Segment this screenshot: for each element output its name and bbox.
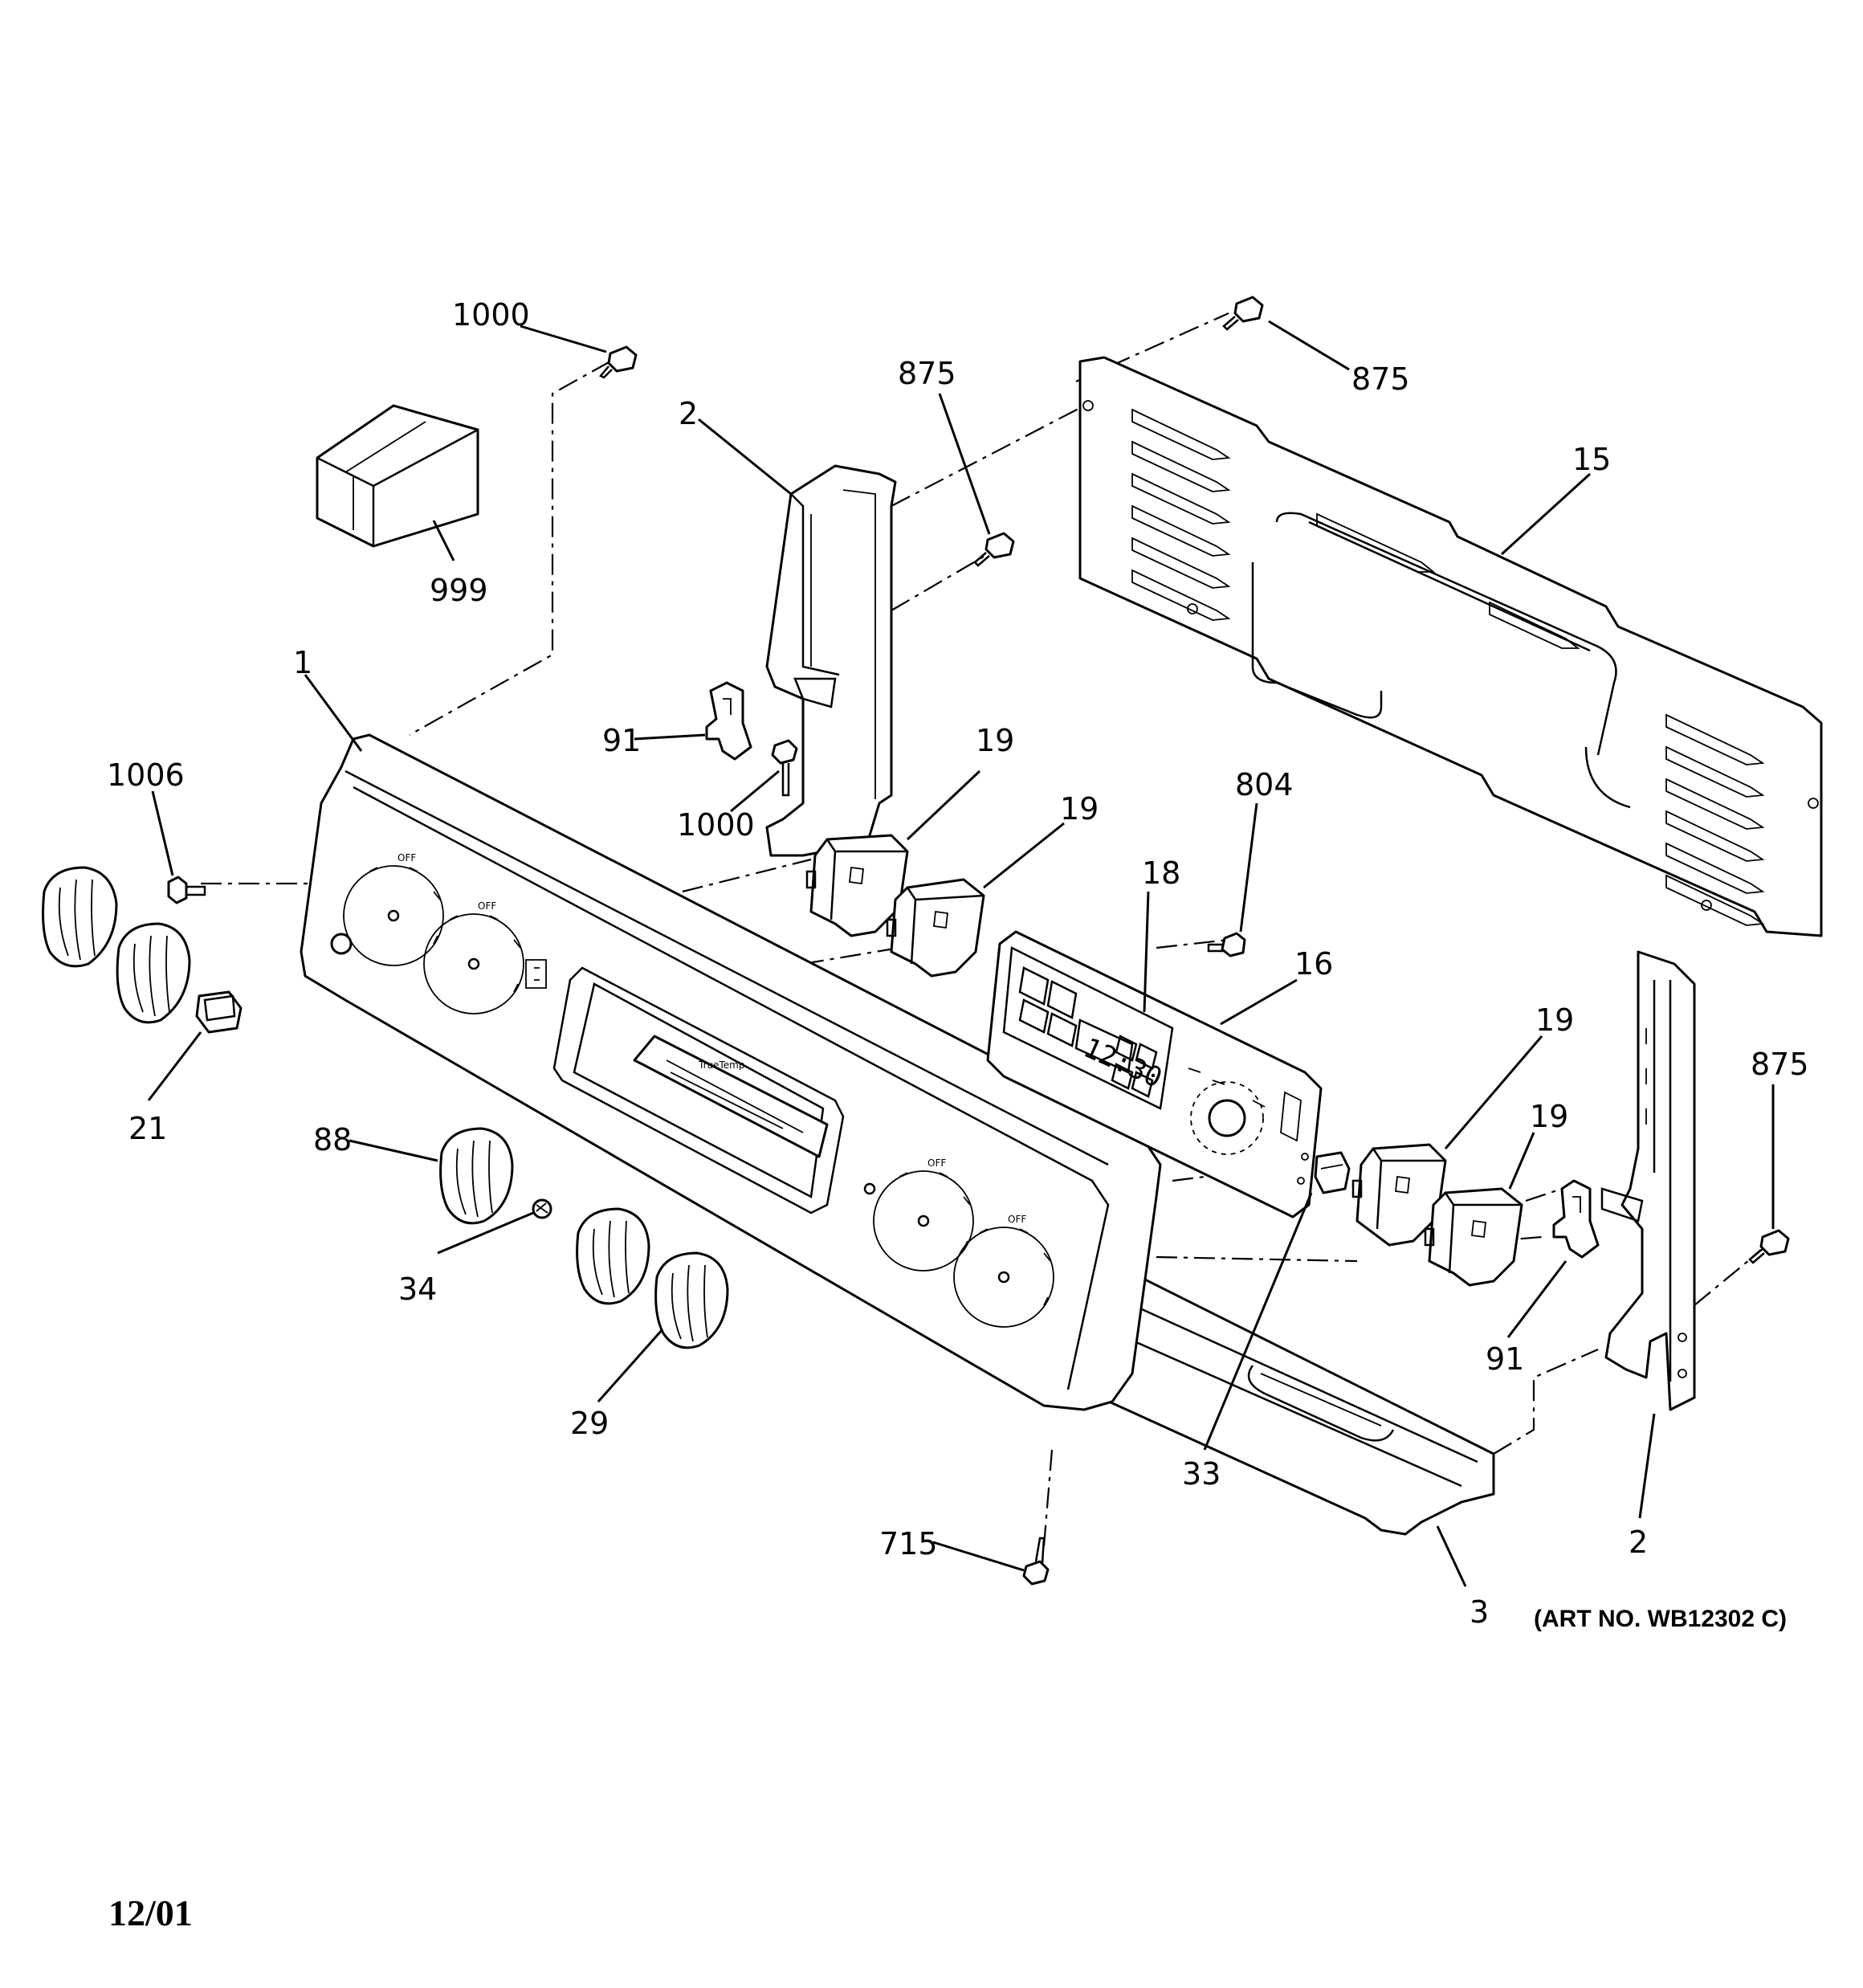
dial-face-left-1: OFF bbox=[343, 852, 444, 966]
callout-875-a: 875 bbox=[898, 356, 956, 391]
part-999-box bbox=[316, 404, 479, 548]
callout-804: 804 bbox=[1235, 767, 1294, 802]
callout-labels: 1000 999 2 875 875 15 1 1006 91 1000 19 … bbox=[107, 297, 1809, 1630]
callout-715: 715 bbox=[879, 1526, 938, 1561]
part-1-control-panel: OFF OFF OFF OFF TrueTemp bbox=[300, 733, 1162, 1411]
callout-19-c: 19 bbox=[1535, 1002, 1574, 1038]
callout-875-c: 875 bbox=[1751, 1047, 1809, 1082]
screw-875-mid bbox=[973, 532, 1015, 567]
callout-91-lower: 91 bbox=[1486, 1341, 1524, 1377]
part-19-switch-c bbox=[1351, 1143, 1447, 1247]
callout-19-b: 19 bbox=[1060, 791, 1099, 827]
callout-999: 999 bbox=[430, 573, 488, 608]
screw-875-top bbox=[1222, 296, 1264, 331]
part-19-switch-b bbox=[886, 878, 985, 978]
callout-2-upper: 2 bbox=[679, 396, 698, 431]
callout-21: 21 bbox=[128, 1111, 167, 1146]
part-3-trim-strip bbox=[1099, 1259, 1495, 1536]
revision-date: 12/01 bbox=[108, 1892, 193, 1933]
callout-16: 16 bbox=[1294, 946, 1333, 982]
callout-2-lower: 2 bbox=[1629, 1525, 1648, 1560]
callout-15: 15 bbox=[1572, 442, 1611, 477]
part-2-lower-side-bracket bbox=[1600, 950, 1696, 1411]
part-21-rocker-switch bbox=[195, 990, 243, 1034]
svg-text:TrueTemp: TrueTemp bbox=[698, 1059, 744, 1071]
dial-face-right-2: OFF bbox=[953, 1214, 1054, 1328]
part-91-bracket-upper bbox=[705, 681, 752, 761]
callout-1000-mid: 1000 bbox=[677, 807, 755, 843]
callout-3: 3 bbox=[1470, 1594, 1489, 1630]
vent-slots bbox=[1131, 408, 1765, 926]
svg-text:OFF: OFF bbox=[1008, 1214, 1026, 1225]
part-15-rear-panel bbox=[1078, 356, 1823, 937]
callout-1: 1 bbox=[293, 645, 312, 680]
svg-text:OFF: OFF bbox=[397, 852, 416, 863]
part-16-electronic-control: 12:30 bbox=[986, 930, 1323, 1219]
svg-text:OFF: OFF bbox=[478, 900, 496, 912]
dial-face-left-2: OFF bbox=[423, 900, 524, 1014]
screw-875-right bbox=[1748, 1229, 1790, 1264]
part-2-upper-side-bracket bbox=[765, 464, 897, 857]
callout-1000-top: 1000 bbox=[452, 297, 530, 333]
part-33-connector bbox=[1314, 1151, 1351, 1194]
part-91-bracket-lower bbox=[1552, 1179, 1600, 1259]
callout-19-a: 19 bbox=[976, 723, 1014, 758]
callout-34: 34 bbox=[398, 1272, 437, 1307]
part-19-switch-d bbox=[1424, 1187, 1523, 1287]
callout-19-d: 19 bbox=[1530, 1099, 1568, 1134]
part-34-knob-small bbox=[532, 1198, 552, 1219]
callout-875-b: 875 bbox=[1351, 361, 1410, 397]
art-number: (ART NO. WB12302 C) bbox=[1534, 1606, 1787, 1632]
knob-left-upper bbox=[42, 866, 118, 968]
screw-1006 bbox=[167, 876, 206, 904]
part-29-knob bbox=[654, 1251, 729, 1349]
callout-18: 18 bbox=[1142, 855, 1180, 891]
part-19-switch-a bbox=[805, 834, 909, 937]
callout-29: 29 bbox=[570, 1406, 609, 1441]
part-88-knob bbox=[439, 1127, 514, 1225]
screw-1000-top bbox=[599, 345, 638, 379]
svg-text:OFF: OFF bbox=[927, 1157, 946, 1169]
screw-715 bbox=[1022, 1537, 1050, 1586]
callout-33: 33 bbox=[1182, 1456, 1221, 1492]
dial-face-right-1: OFF bbox=[873, 1157, 974, 1272]
callout-1006: 1006 bbox=[107, 757, 185, 793]
callout-88: 88 bbox=[313, 1122, 352, 1157]
knob-middle bbox=[576, 1207, 650, 1305]
callout-91-upper: 91 bbox=[602, 723, 641, 758]
screw-804 bbox=[1207, 932, 1246, 957]
knob-left-lower bbox=[116, 922, 191, 1024]
leader-lines bbox=[147, 320, 1775, 1587]
arrow-buttons bbox=[1111, 1035, 1158, 1098]
screw-1000-mid bbox=[771, 739, 798, 797]
